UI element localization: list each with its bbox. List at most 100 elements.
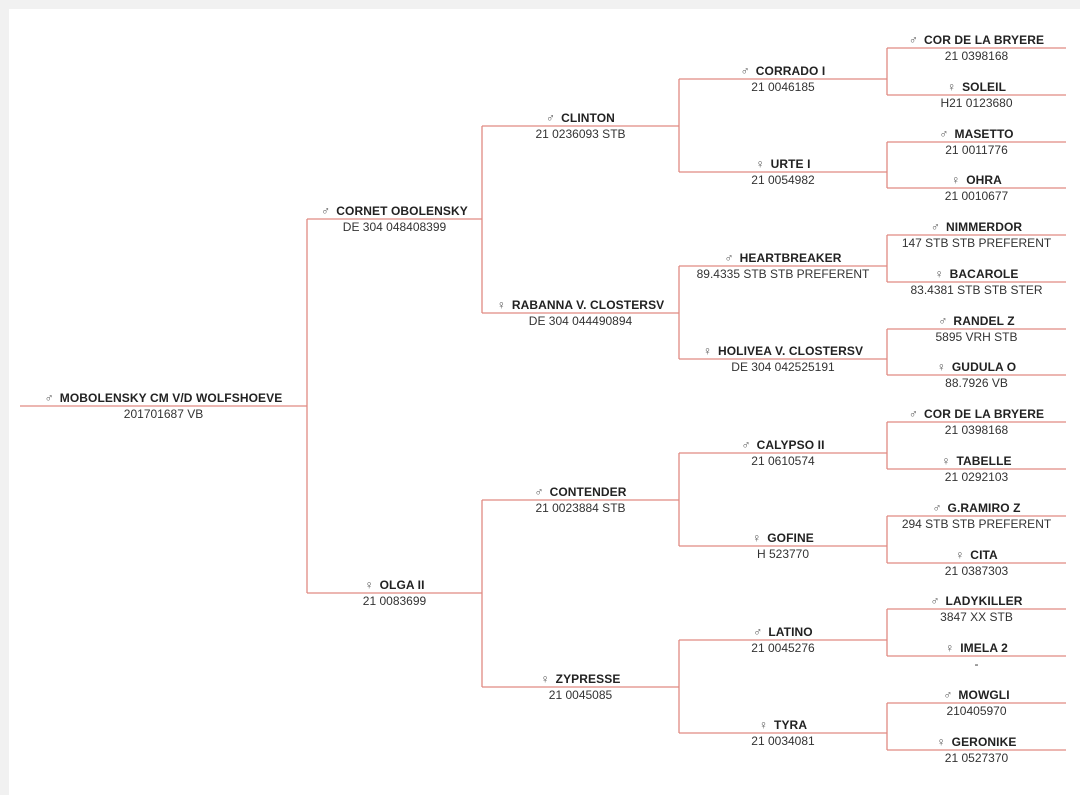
registration-number: 21 0011776 xyxy=(945,143,1008,157)
pedigree-node[interactable]: GUDULA O88.7926 VB xyxy=(887,359,1066,391)
registration-number: 21 0236093 STB xyxy=(535,127,626,141)
pedigree-node[interactable]: NIMMERDOR 147 STB STB PREFERENT xyxy=(887,219,1066,251)
female-symbol-icon xyxy=(955,548,964,562)
male-symbol-icon xyxy=(753,625,762,639)
node-name-row: NIMMERDOR xyxy=(887,219,1066,235)
horse-name: CONTENDER xyxy=(549,485,627,499)
male-symbol-icon xyxy=(938,314,947,328)
pedigree-connector-lines xyxy=(20,47,1066,751)
male-symbol-icon xyxy=(932,501,941,515)
pedigree-node[interactable]: URTE I21 0054982 xyxy=(679,156,887,188)
node-name-row: GUDULA O xyxy=(887,359,1066,375)
male-symbol-icon xyxy=(930,594,939,608)
pedigree-node[interactable]: COR DE LA BRYERE 21 0398168 xyxy=(887,32,1066,64)
node-name-row: COR DE LA BRYERE xyxy=(887,32,1066,48)
female-symbol-icon xyxy=(947,80,956,94)
registration-number: 21 0045276 xyxy=(751,641,815,655)
node-name-row: GOFINE xyxy=(679,530,887,546)
node-name-row: MOBOLENSKY CM V/D WOLFSHOEVE xyxy=(20,390,307,406)
registration-number: 3847 XX STB xyxy=(940,610,1013,624)
horse-name: SOLEIL xyxy=(962,80,1007,94)
registration-number: 21 0610574 xyxy=(751,454,815,468)
node-name-row: BACAROLE xyxy=(887,266,1066,282)
node-name-row: CALYPSO II xyxy=(679,437,887,453)
node-name-row: RABANNA V. CLOSTERSV xyxy=(482,297,679,313)
female-symbol-icon xyxy=(937,735,946,749)
node-name-row: HOLIVEA V. CLOSTERSV xyxy=(679,343,887,359)
horse-name: CORNET OBOLENSKY xyxy=(336,204,468,218)
pedigree-node[interactable]: RANDEL Z 5895 VRH STB xyxy=(887,313,1066,345)
pedigree-node[interactable]: CORRADO I21 0046185 xyxy=(679,63,887,95)
node-name-row: CLINTON xyxy=(482,110,679,126)
node-name-row: OLGA II xyxy=(307,577,482,593)
node-name-row: RANDEL Z xyxy=(887,313,1066,329)
node-name-row: SOLEIL xyxy=(887,79,1066,95)
horse-name: CALYPSO II xyxy=(756,438,825,452)
horse-name: GOFINE xyxy=(767,531,814,545)
pedigree-node[interactable]: MASETTO 21 0011776 xyxy=(887,126,1066,158)
horse-name: COR DE LA BRYERE xyxy=(924,407,1045,421)
horse-name: CITA xyxy=(970,548,998,562)
pedigree-node[interactable]: CONTENDER 21 0023884 STB xyxy=(482,484,679,516)
horse-name: NIMMERDOR xyxy=(945,220,1023,234)
registration-number: 21 0023884 STB xyxy=(535,501,626,515)
male-symbol-icon xyxy=(939,127,948,141)
horse-name: RANDEL Z xyxy=(953,314,1015,328)
horse-name: BACAROLE xyxy=(949,267,1019,281)
horse-name: LATINO xyxy=(768,625,813,639)
horse-name: MASETTO xyxy=(954,127,1014,141)
registration-number: 147 STB STB PREFERENT xyxy=(901,236,1052,250)
pedigree-node[interactable]: LATINO 21 0045276 xyxy=(679,624,887,656)
female-symbol-icon xyxy=(935,267,944,281)
registration-number: 21 0398168 xyxy=(944,423,1009,437)
horse-name: GERONIKE xyxy=(951,735,1017,749)
horse-name: TABELLE xyxy=(956,454,1012,468)
node-name-row: COR DE LA BRYERE xyxy=(887,406,1066,422)
pedigree-node[interactable]: CORNET OBOLENSKY DE 304 048408399 xyxy=(307,203,482,235)
registration-number: 5895 VRH STB xyxy=(935,330,1018,344)
registration-number: DE 304 048408399 xyxy=(342,220,447,234)
node-name-row: HEARTBREAKER xyxy=(679,250,887,266)
node-name-row: MOWGLI xyxy=(887,687,1066,703)
horse-name: IMELA 2 xyxy=(960,641,1008,655)
registration-number: 21 0010677 xyxy=(944,189,1009,203)
node-name-row: LADYKILLER xyxy=(887,593,1066,609)
horse-name: ZYPRESSE xyxy=(555,672,621,686)
node-name-row: G.RAMIRO Z xyxy=(887,500,1066,516)
registration-number: 21 0083699 xyxy=(362,594,427,608)
female-symbol-icon xyxy=(755,157,764,171)
female-symbol-icon xyxy=(951,173,960,187)
pedigree-node[interactable]: CALYPSO II 21 0610574 xyxy=(679,437,887,469)
pedigree-node[interactable]: IMELA 2- xyxy=(887,640,1066,672)
node-name-row: IMELA 2 xyxy=(887,640,1066,656)
female-symbol-icon xyxy=(941,454,950,468)
node-name-row: CONTENDER xyxy=(482,484,679,500)
registration-number: 21 0398168 xyxy=(944,49,1009,63)
horse-name: URTE I xyxy=(770,157,811,171)
horse-name: CORRADO I xyxy=(755,64,826,78)
pedigree-node[interactable]: COR DE LA BRYERE 21 0398168 xyxy=(887,406,1066,438)
male-symbol-icon xyxy=(741,438,750,452)
registration-number: 88.7926 VB xyxy=(945,376,1008,390)
male-symbol-icon xyxy=(909,33,918,47)
horse-name: COR DE LA BRYERE xyxy=(924,33,1045,47)
male-symbol-icon xyxy=(943,688,952,702)
